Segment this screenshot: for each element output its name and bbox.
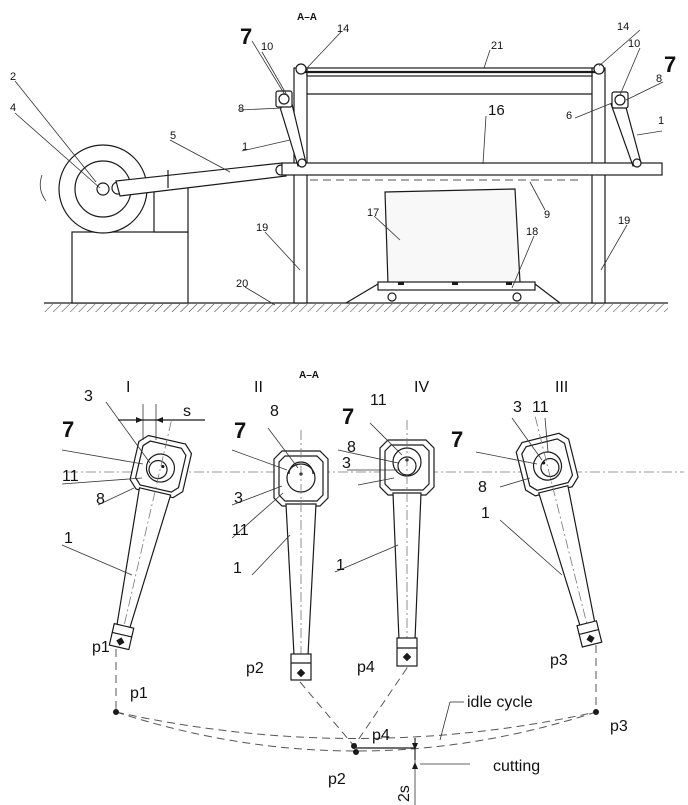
connecting-rod [115,162,287,197]
label-p1-path: p1 [130,685,148,702]
label-p4-arm: p4 [357,659,375,676]
arm-IV [379,420,435,668]
frame-post-left [293,67,308,304]
label-14-left: 14 [337,23,349,35]
top-pivot-left [295,63,307,75]
label-7-left: 7 [240,24,252,49]
c4-label-1: 1 [481,505,490,522]
label-19-left: 19 [256,222,268,234]
c3-label-8: 8 [347,439,356,456]
ground-hatch [44,304,668,312]
c4-label-7: 7 [451,427,463,452]
c1-label-1: 1 [64,530,73,547]
cart-wheel-right [512,292,522,302]
knife-beam [281,162,663,176]
c2-label-7: 7 [234,418,246,443]
c3-label-1: 1 [336,557,345,574]
stone-block [384,188,521,285]
pendulum-pin-left [297,158,307,168]
label-4: 4 [10,102,16,114]
label-2s: 2s [396,785,413,802]
c2-label-3: 3 [234,490,243,507]
bottom-section-mark: A–A [299,370,319,381]
bottom-leaders [61,401,563,576]
idle-path [115,711,597,739]
label-10-left: 10 [261,41,273,53]
c4-label-8: 8 [478,479,487,496]
eccentric-right [614,94,626,106]
c1-label-11: 11 [62,468,79,485]
column-IV: IV [414,379,429,396]
label-1-right: 1 [658,115,664,127]
c1-label-s: s [183,403,191,420]
label-p2-arm: p2 [246,660,264,677]
point-p1 [113,709,119,715]
top-pivot-right [593,63,605,75]
label-cutting: cutting [493,758,540,775]
drive-base [71,231,189,304]
cart-wheel-left [387,292,397,302]
label-8-left: 8 [238,103,244,115]
label-19-right: 19 [618,215,630,227]
flywheel-hub [96,182,110,196]
c1-label-3: 3 [84,388,93,405]
trajectory [113,645,599,805]
arm-III [515,416,603,648]
column-II: II [254,379,263,396]
arm-I [108,421,193,651]
cart-stop-3 [506,282,512,285]
label-21: 21 [491,40,503,52]
top-section-mark: A–A [297,12,317,23]
top-leaders [14,29,664,306]
label-20: 20 [236,278,248,290]
c4-label-11: 11 [532,399,549,416]
rotation-arrow [39,174,47,202]
pendulum-right [610,99,642,167]
label-17: 17 [367,207,379,219]
pendulum-pin-right [632,158,642,168]
point-p2 [353,749,359,755]
c4-label-3: 3 [513,399,522,416]
column-I: I [126,379,130,396]
label-5: 5 [170,130,176,142]
point-p3 [593,709,599,715]
label-2: 2 [10,71,16,83]
cutting-path [115,711,597,752]
cart-stop-1 [398,282,404,285]
label-18: 18 [526,226,538,238]
c2-label-11: 11 [232,522,249,539]
s-dimension [118,404,205,440]
label-p3-path: p3 [610,718,628,735]
label-9: 9 [544,209,550,221]
label-p2-path: p2 [328,771,346,788]
c2-label-8: 8 [270,403,279,420]
c1-label-7: 7 [62,417,74,442]
c1-label-8: 8 [96,491,105,508]
c3-label-11: 11 [370,392,387,409]
cart-stop-2 [452,282,458,285]
label-1-left: 1 [242,141,248,153]
label-8-right: 8 [656,73,662,85]
label-p3-arm: p3 [550,652,568,669]
label-16: 16 [488,102,505,119]
label-p1-arm: p1 [92,639,110,656]
label-idle-cycle: idle cycle [467,694,533,711]
label-10-right: 10 [628,38,640,50]
c3-label-7: 7 [342,404,354,429]
side-elevation [14,29,668,312]
frame-post-right [591,67,606,304]
arm-II [273,430,329,681]
c2-label-1: 1 [233,560,242,577]
point-p4 [351,743,357,749]
label-14-right: 14 [617,21,629,33]
column-III: III [555,379,568,396]
label-6: 6 [566,110,572,122]
c3-label-3: 3 [342,455,351,472]
label-7-right: 7 [664,52,676,77]
label-p4-path: p4 [372,727,390,744]
